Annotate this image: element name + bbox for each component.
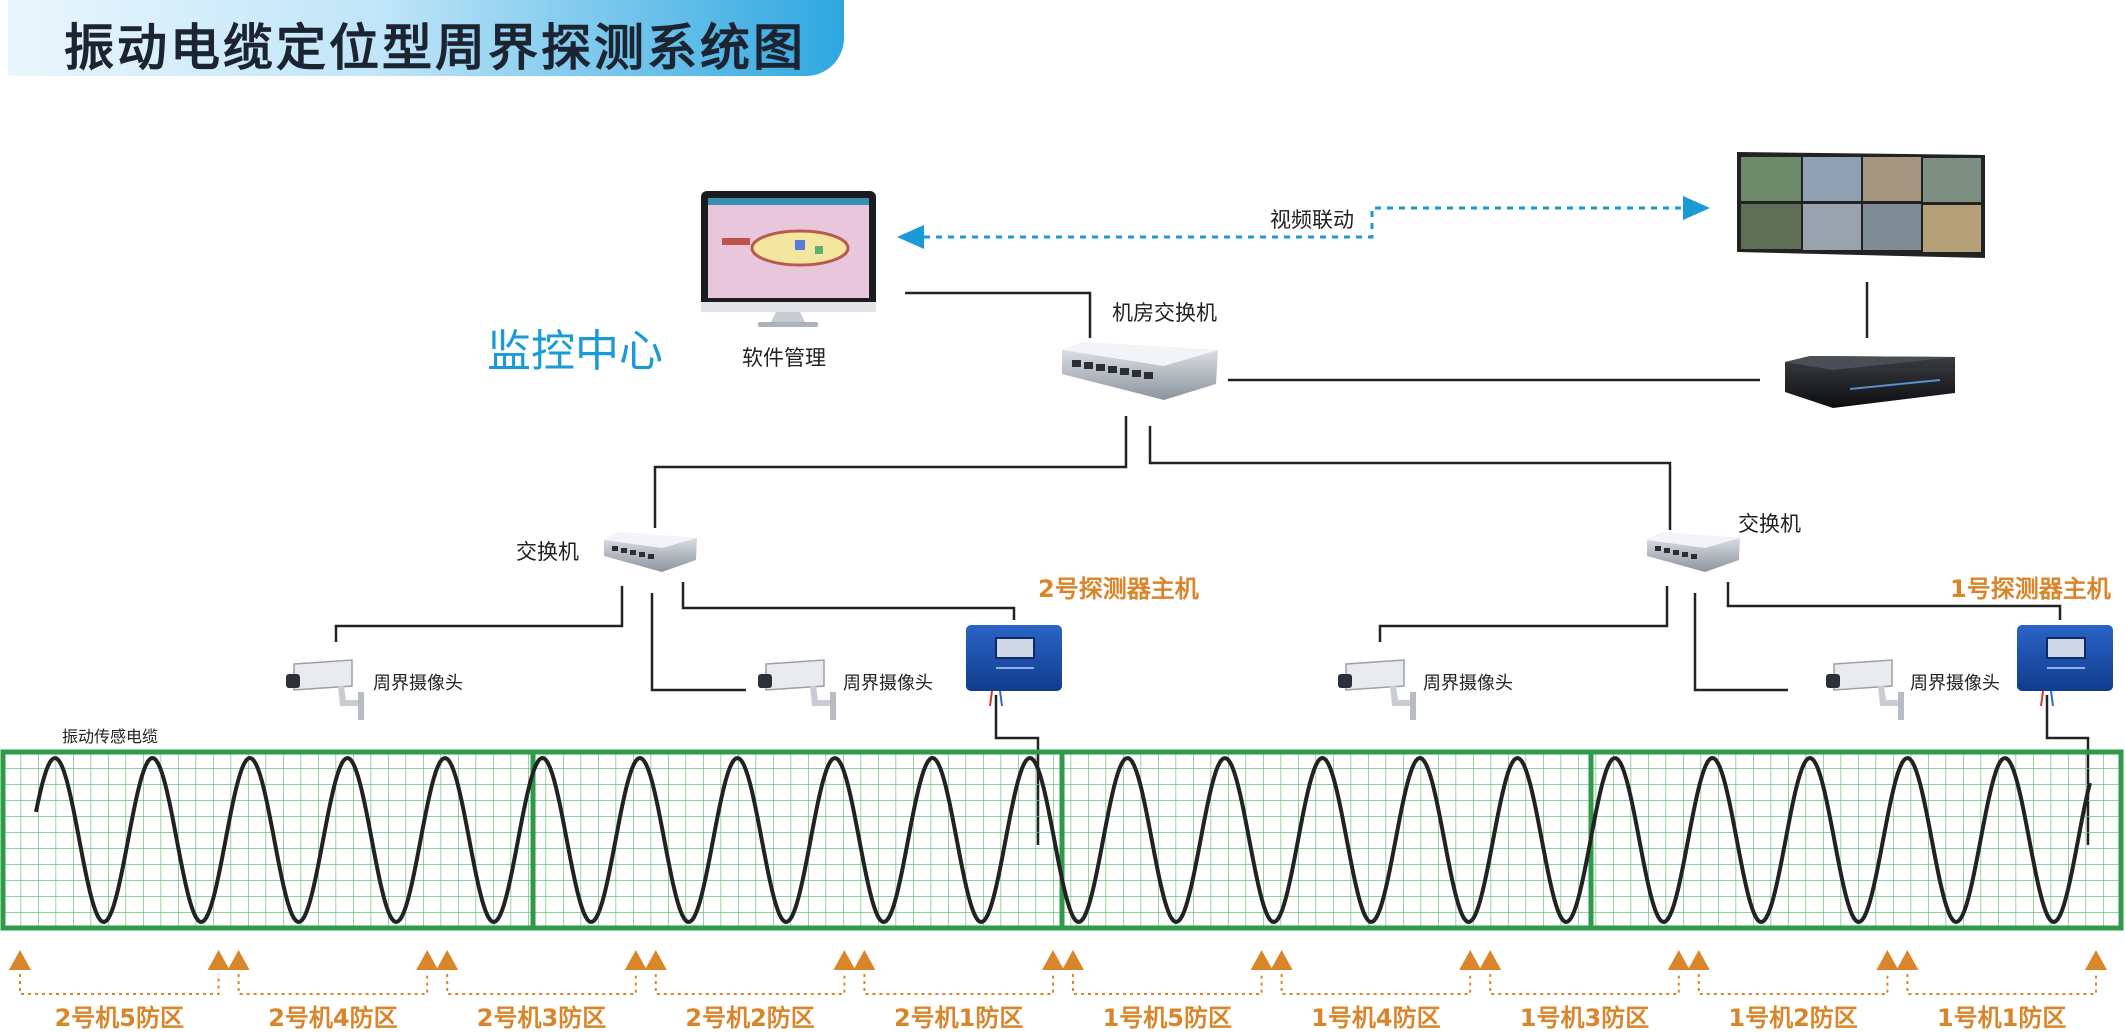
zone-bracket [1072,974,1263,995]
monitor-center-label: 监控中心 [487,326,663,377]
zone-bracket [654,974,846,995]
camera-icon [286,659,364,720]
zone-bracket [863,974,1054,995]
zone-label: 2号机3防区 [477,1004,606,1032]
zone-marker-icon [1042,950,1064,970]
zone-label: 1号机5防区 [1103,1004,1232,1032]
left-switch-icon [604,532,697,572]
zone-marker-icon [1270,950,1293,970]
device-leads [989,690,2054,707]
zone-label: 2号机2防区 [685,1004,814,1032]
zone-marker-icon [1459,950,1482,970]
zone-marker-icon [624,950,647,970]
camera-label: 周界摄像头 [373,673,463,694]
zone-bracket [19,974,220,995]
zone-marker-icon [9,950,31,970]
dvr-icon [1785,356,1955,408]
video-wall-icon [1737,152,1985,258]
zone-bracket [237,974,429,995]
zone-bracket [1280,974,1472,995]
monitor-icon [701,191,876,327]
zone-bracket [1697,974,1889,995]
host1-label: 1号探测器主机 [1950,575,2111,603]
zone-marker-icon [416,950,439,970]
zone-marker-icon [436,950,459,970]
zone-label: 1号机2防区 [1728,1004,1857,1032]
core-switch-icon [1062,342,1218,400]
camera-icon [758,659,836,720]
core-switch-label: 机房交换机 [1112,301,1217,325]
camera-label: 周界摄像头 [1423,673,1513,694]
host2-label: 2号探测器主机 [1038,575,1199,603]
zone-marker-icon [1062,950,1084,970]
zone-bracket [446,974,637,995]
zone-marker-icon [833,950,856,970]
zone-marker-icon [644,950,667,970]
page-title: 振动电缆定位型周界探测系统图 [64,19,806,77]
camera-icon [1826,659,1904,720]
video-link-arrow [897,196,1710,249]
zone-marker-icon [1896,950,1919,970]
zone-bracket [1489,974,1680,995]
title-banner: 振动电缆定位型周界探测系统图 [8,0,844,77]
left-switch-label: 交换机 [516,540,579,564]
zone-marker-icon [2085,950,2107,970]
zone-marker-icon [1250,950,1273,970]
vibration-sensor-cable [34,755,2092,925]
fence [0,749,2124,931]
zone-marker-icon [1667,950,1690,970]
zone-marker-icon [1479,950,1502,970]
zone-label: 1号机1防区 [1937,1004,2066,1032]
camera-label: 周界摄像头 [843,673,933,694]
video-link-label: 视频联动 [1270,208,1354,232]
camera-label: 周界摄像头 [1910,673,2000,694]
host1-device-icon [2017,625,2113,691]
zone-label: 2号机4防区 [268,1004,397,1032]
zone-bracket [1906,974,2097,995]
camera-icon [1338,659,1416,720]
zone-label: 2号机5防区 [55,1004,184,1032]
zone-label: 1号机4防区 [1311,1004,1440,1032]
zone-label: 2号机1防区 [894,1004,1023,1032]
zone-marker-icon [1687,950,1710,970]
zone-marker-icon [227,950,250,970]
zone-label: 1号机3防区 [1520,1004,1649,1032]
network-wiring [334,282,2090,845]
zone-marker-icon [853,950,876,970]
software-label: 软件管理 [742,346,826,370]
right-switch-icon [1647,532,1740,572]
zone-marker-icon [207,950,230,970]
right-switch-label: 交换机 [1738,512,1801,536]
zone-layer: 2号机5防区 2号机4防区 2号机3防区 2号机2防区 2号机1防区 1号机5防区 1号机4… [9,950,2107,1032]
cable-label: 振动传感电缆 [62,727,158,746]
zone-marker-icon [1876,950,1899,970]
host2-device-icon [966,625,1062,691]
